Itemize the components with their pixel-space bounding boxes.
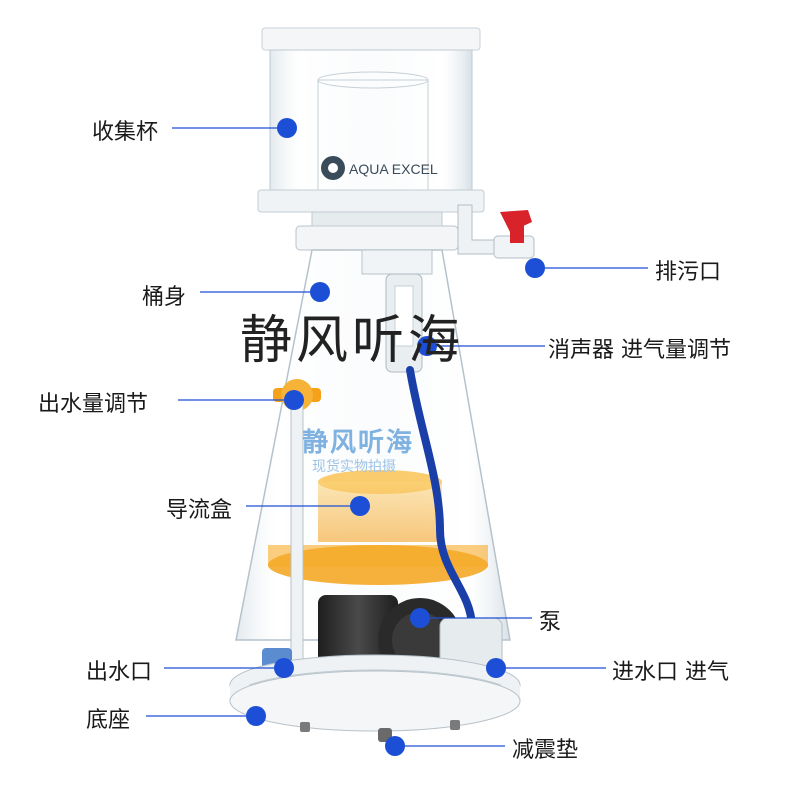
callout-dot-flow-box (350, 496, 370, 516)
callout-dot-body (310, 282, 330, 302)
callout-dot-silencer (417, 336, 437, 356)
base-plate (229, 654, 521, 732)
callout-dot-inlet (486, 658, 506, 678)
label-outlet: 出水口 (86, 660, 153, 685)
watermark-main: 静风听海 (240, 311, 465, 371)
drain-valve (457, 204, 535, 259)
label-damper: 减震垫 (512, 738, 579, 763)
label-outflow-adjust: 出水量调节 (38, 392, 149, 417)
label-body: 桶身 (142, 285, 187, 310)
callout-dot-drain (525, 258, 545, 278)
label-pump: 泵 (539, 610, 562, 635)
collection-cup (257, 27, 485, 213)
callout-dot-pump (410, 608, 430, 628)
label-inlet: 进水口 进气 (612, 660, 729, 685)
label-drain: 排污口 (655, 260, 722, 285)
callout-dot-base (246, 706, 266, 726)
callout-dot-damper (385, 736, 405, 756)
silencer (361, 249, 433, 373)
air-hose (406, 366, 476, 629)
aqua-excel-logo: AQUA EXCEL (321, 156, 438, 180)
label-collection-cup: 收集杯 (92, 120, 159, 145)
watermark-secondary: 静风听海 (302, 428, 415, 458)
label-flow-box: 导流盒 (166, 498, 233, 523)
neck-collar (295, 225, 459, 251)
label-silencer: 消声器 进气量调节 (548, 338, 731, 363)
callout-dot-collection-cup (277, 118, 297, 138)
watermark-secondary-sub: 现货实物拍摄 (312, 459, 396, 475)
callout-dot-outlet (274, 658, 294, 678)
callout-dot-outflow-adjust (284, 390, 304, 410)
label-base: 底座 (86, 708, 131, 733)
flow-box (268, 470, 488, 585)
logo-text: AQUA EXCEL (349, 161, 438, 177)
callouts (146, 118, 648, 756)
